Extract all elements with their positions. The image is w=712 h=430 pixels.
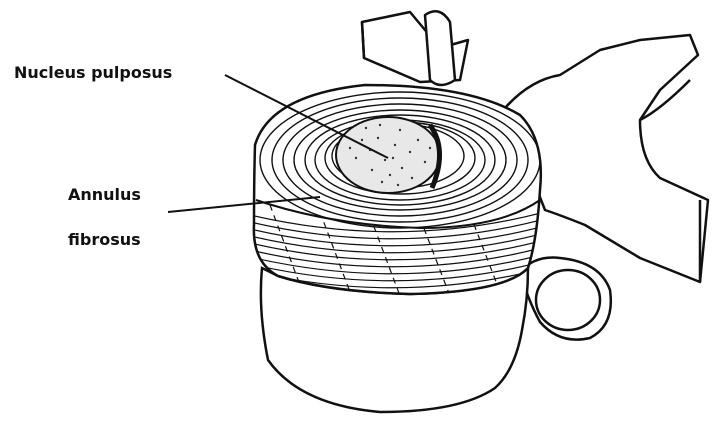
intervertebral-disc (250, 85, 545, 296)
label-annulus: Annulus (68, 185, 141, 204)
label-fibrosus: fibrosus (68, 230, 141, 249)
nucleus-pulposus (336, 117, 440, 193)
label-nucleus-pulposus: Nucleus pulposus (14, 63, 172, 82)
